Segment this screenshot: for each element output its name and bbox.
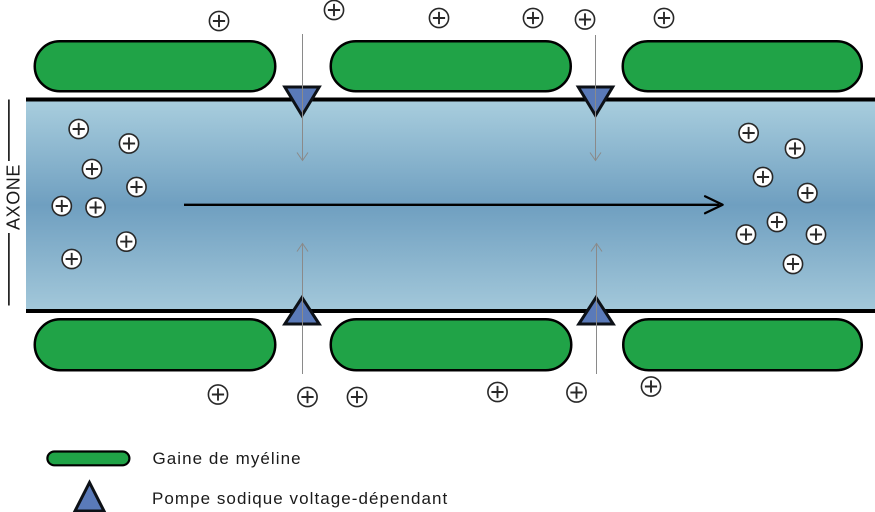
svg-text:AXONE: AXONE xyxy=(3,164,23,230)
svg-text:Gaine de myéline: Gaine de myéline xyxy=(153,449,302,468)
svg-text:Pompe sodique voltage-dépendan: Pompe sodique voltage-dépendant xyxy=(152,489,448,508)
